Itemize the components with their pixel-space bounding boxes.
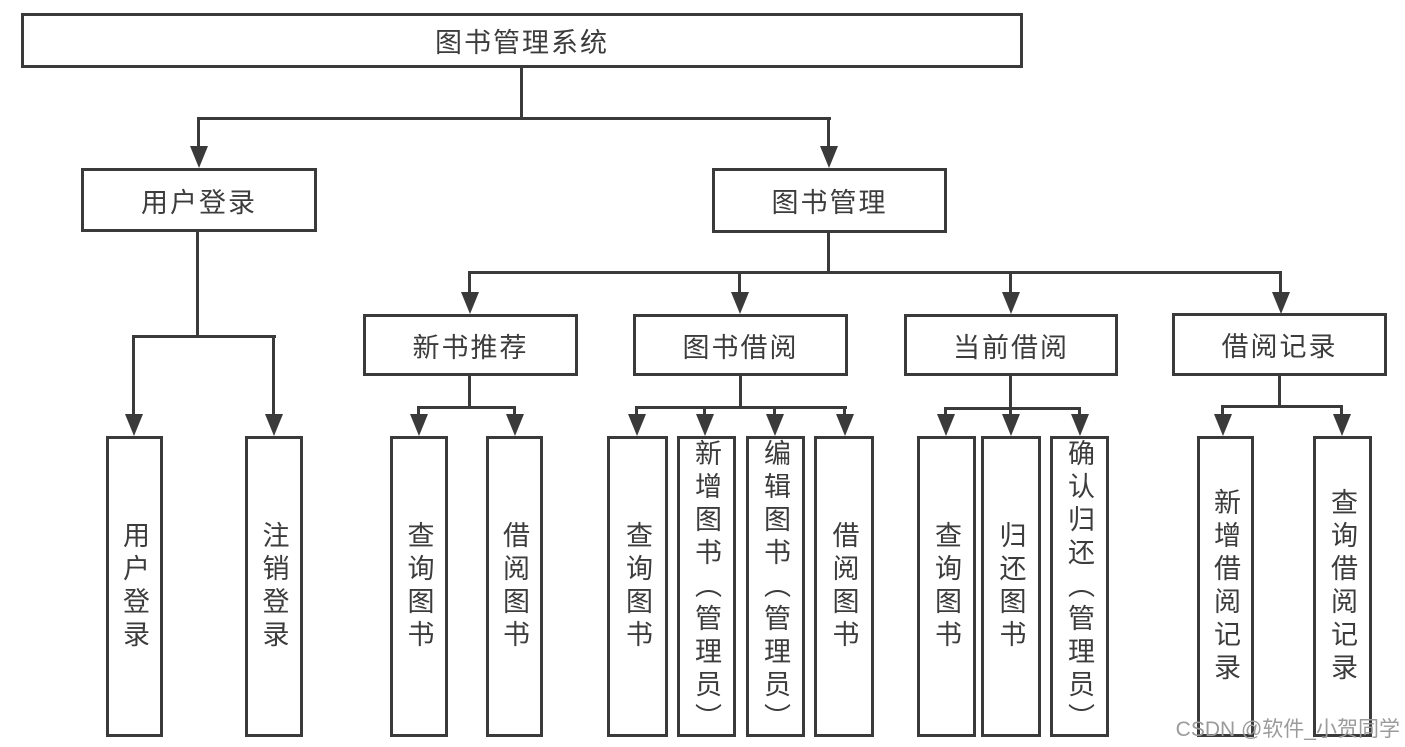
arrow-down-icon <box>766 414 784 436</box>
arrow-down-icon <box>731 292 749 314</box>
edge-book-borrow-crossbar <box>635 406 847 409</box>
leaf-rec-borrow-book: 借阅图书 <box>486 436 543 737</box>
edge-to-leaf-edit-book <box>773 406 776 416</box>
edge-book-management-crossbar <box>468 271 1282 274</box>
leaf-return-book-label: 归还图书 <box>995 520 1026 653</box>
node-borrow-record: 借阅记录 <box>1172 313 1387 376</box>
edge-to-leaf-logout <box>272 335 275 416</box>
node-book-borrow: 图书借阅 <box>633 314 848 376</box>
leaf-add-borrow-record-label: 新增借阅记录 <box>1210 487 1240 686</box>
edge-current-borrow-stem <box>1009 376 1012 410</box>
edge-to-leaf-user-login <box>132 335 135 416</box>
node-root-label: 图书管理系统 <box>435 28 609 58</box>
edge-to-leaf-confirm-return <box>1078 407 1081 416</box>
edge-book-borrow-stem <box>739 376 742 409</box>
arrow-down-icon <box>1214 414 1232 436</box>
arrow-down-icon <box>506 414 524 436</box>
leaf-rec-borrow-book-label: 借阅图书 <box>499 520 529 653</box>
leaf-user-login-label: 用户登录 <box>119 520 149 653</box>
node-current-borrow-label: 当前借阅 <box>953 332 1069 363</box>
node-book-management-label: 图书管理 <box>771 188 888 218</box>
edge-to-leaf-add-record <box>1221 405 1224 416</box>
arrow-down-icon <box>1333 414 1351 436</box>
arrow-down-icon <box>696 414 714 436</box>
arrow-down-icon <box>410 414 428 436</box>
edge-to-book-borrow <box>738 271 741 294</box>
node-book-borrow-label: 图书借阅 <box>682 332 799 363</box>
leaf-query-borrow-record: 查询借阅记录 <box>1313 436 1372 737</box>
edge-to-leaf-query-record <box>1340 405 1343 416</box>
arrow-down-icon <box>1002 292 1020 314</box>
edge-to-leaf-rec-borrow <box>513 406 516 416</box>
edge-to-leaf-borrow-book <box>843 406 846 416</box>
arrow-down-icon <box>1071 414 1089 436</box>
leaf-query-borrow-record-label: 查询借阅记录 <box>1327 487 1357 686</box>
edge-user-login-crossbar <box>132 335 276 338</box>
leaf-rec-query-book: 查询图书 <box>390 436 448 737</box>
leaf-user-login: 用户登录 <box>106 436 163 737</box>
leaf-borrow-book: 借阅图书 <box>814 436 874 737</box>
leaf-add-book-admin-label: 新增图书（管理员） <box>691 439 721 736</box>
leaf-confirm-return-admin-label: 确认归还（管理员） <box>1064 439 1094 736</box>
arrow-down-icon <box>1272 292 1290 314</box>
edge-to-leaf-current-query <box>944 407 947 416</box>
leaf-return-book: 归还图书 <box>981 436 1041 737</box>
edge-book-management-stem <box>827 233 830 274</box>
leaf-borrow-query-book: 查询图书 <box>607 436 668 737</box>
leaf-logout-label: 注销登录 <box>258 520 289 653</box>
leaf-edit-book-admin: 编辑图书（管理员） <box>746 436 805 737</box>
edge-root-to-book-management <box>827 117 830 148</box>
edge-new-book-recommend-stem <box>468 376 471 409</box>
edge-user-login-stem <box>196 232 199 338</box>
edge-root-crossbar <box>197 117 831 120</box>
leaf-add-borrow-record: 新增借阅记录 <box>1197 436 1254 737</box>
leaf-rec-query-book-label: 查询图书 <box>403 520 434 653</box>
edge-new-book-recommend-crossbar <box>417 406 516 409</box>
leaf-edit-book-admin-label: 编辑图书（管理员） <box>760 439 790 736</box>
leaf-logout: 注销登录 <box>245 436 303 737</box>
arrow-down-icon <box>937 414 955 436</box>
leaf-borrow-query-book-label: 查询图书 <box>622 520 652 653</box>
leaf-borrow-book-label: 借阅图书 <box>828 520 859 653</box>
node-new-book-recommend-label: 新书推荐 <box>412 332 529 363</box>
node-current-borrow: 当前借阅 <box>904 314 1118 376</box>
arrow-down-icon <box>265 414 283 436</box>
leaf-current-query-book-label: 查询图书 <box>931 520 961 653</box>
edge-root-to-user-login <box>197 117 200 148</box>
edge-to-leaf-rec-query <box>417 406 420 416</box>
edge-to-borrow-record <box>1279 271 1282 294</box>
arrow-down-icon <box>1002 414 1020 436</box>
edge-to-current-borrow <box>1009 271 1012 294</box>
leaf-add-book-admin: 新增图书（管理员） <box>677 436 736 737</box>
edge-to-leaf-add-book <box>703 406 706 416</box>
arrow-down-icon <box>125 414 143 436</box>
watermark: CSDN @软件_小贺同学 <box>1175 718 1400 741</box>
node-new-book-recommend: 新书推荐 <box>363 314 578 376</box>
edge-borrow-record-stem <box>1278 376 1281 408</box>
edge-to-leaf-borrow-query <box>635 406 638 416</box>
edge-borrow-record-crossbar <box>1221 405 1343 408</box>
arrow-down-icon <box>836 414 854 436</box>
leaf-current-query-book: 查询图书 <box>917 436 976 737</box>
node-root: 图书管理系统 <box>21 13 1023 68</box>
leaf-confirm-return-admin: 确认归还（管理员） <box>1050 436 1109 737</box>
arrow-down-icon <box>820 146 838 168</box>
edge-root-stem <box>520 68 523 120</box>
node-user-login: 用户登录 <box>81 168 317 232</box>
arrow-down-icon <box>190 146 208 168</box>
edge-to-leaf-return-book <box>1009 407 1012 416</box>
node-book-management: 图书管理 <box>712 168 947 233</box>
arrow-down-icon <box>628 414 646 436</box>
node-user-login-label: 用户登录 <box>141 187 257 218</box>
arrow-down-icon <box>461 292 479 314</box>
node-borrow-record-label: 借阅记录 <box>1221 332 1338 362</box>
edge-to-new-book-recommend <box>468 271 471 294</box>
edge-current-borrow-crossbar <box>944 407 1081 410</box>
